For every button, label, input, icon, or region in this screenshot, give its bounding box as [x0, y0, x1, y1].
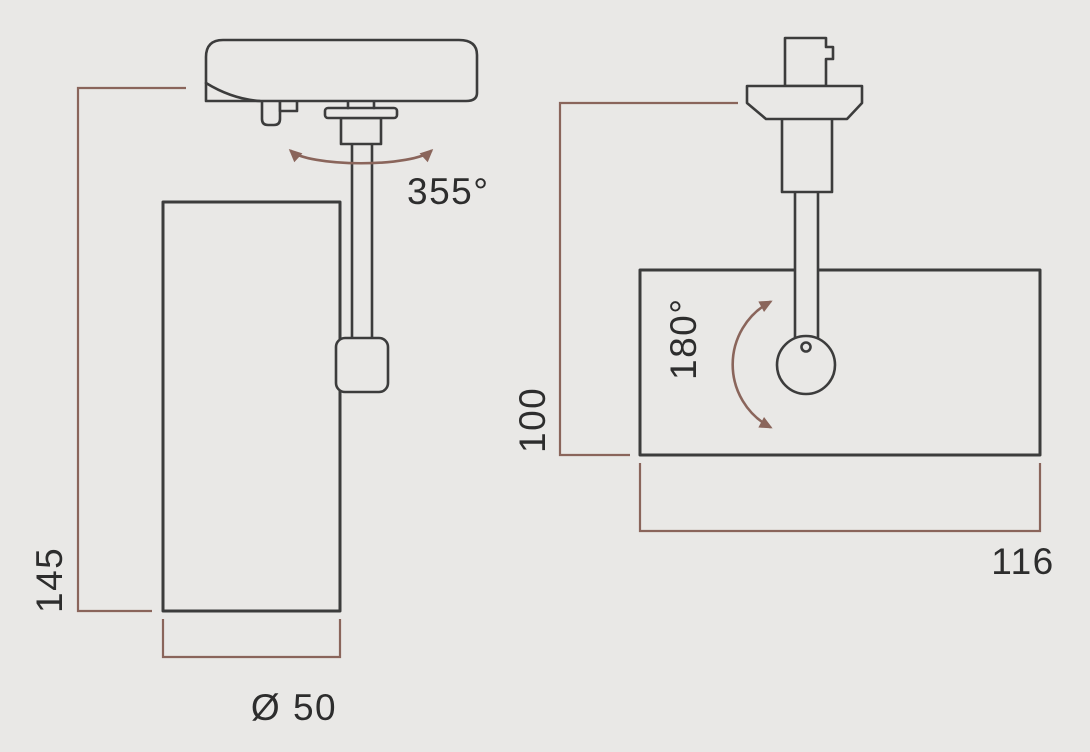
labels: 355° 145 Ø 50 180° 100 116 — [29, 171, 1055, 728]
rotation-180-label: 180° — [663, 297, 704, 380]
dim-diameter-50-label: Ø 50 — [251, 687, 337, 728]
rotation-180-arrow — [731, 300, 773, 429]
dim-100-label: 100 — [512, 387, 553, 453]
side-adapter-flange — [745, 84, 864, 121]
side-pivot-pinhole — [800, 341, 812, 353]
front-rotation-arrow-group — [288, 148, 434, 165]
front-rotation-cylinder — [339, 116, 383, 146]
dim-diameter-50-lines — [161, 619, 342, 659]
side-view — [638, 36, 1042, 457]
front-latch-tab — [260, 98, 282, 127]
dimension-lines — [76, 86, 1042, 659]
dim-116-label: 116 — [991, 541, 1055, 582]
dim-145-label: 145 — [29, 547, 70, 613]
dim-116-lines — [638, 463, 1042, 533]
rotation-355-label: 355° — [407, 171, 490, 212]
rotation-355-arrow — [288, 148, 434, 165]
side-pivot-ball — [775, 334, 837, 396]
side-upper-stem — [780, 116, 834, 194]
dim-100-lines — [558, 101, 738, 457]
side-suspension-rod — [793, 188, 820, 342]
front-pivot-joint — [334, 336, 390, 394]
side-track-connector — [783, 36, 835, 88]
dim-145-lines — [76, 86, 186, 613]
front-lamp-body — [161, 200, 342, 613]
side-rotation-arrow-group — [731, 300, 773, 429]
front-suspension-rod — [350, 140, 374, 344]
front-view — [161, 38, 479, 613]
front-track-adapter — [204, 38, 479, 103]
side-lamp-body — [638, 268, 1042, 457]
front-mounting-plate — [323, 106, 399, 120]
front-track-adapter-detail — [204, 81, 262, 103]
